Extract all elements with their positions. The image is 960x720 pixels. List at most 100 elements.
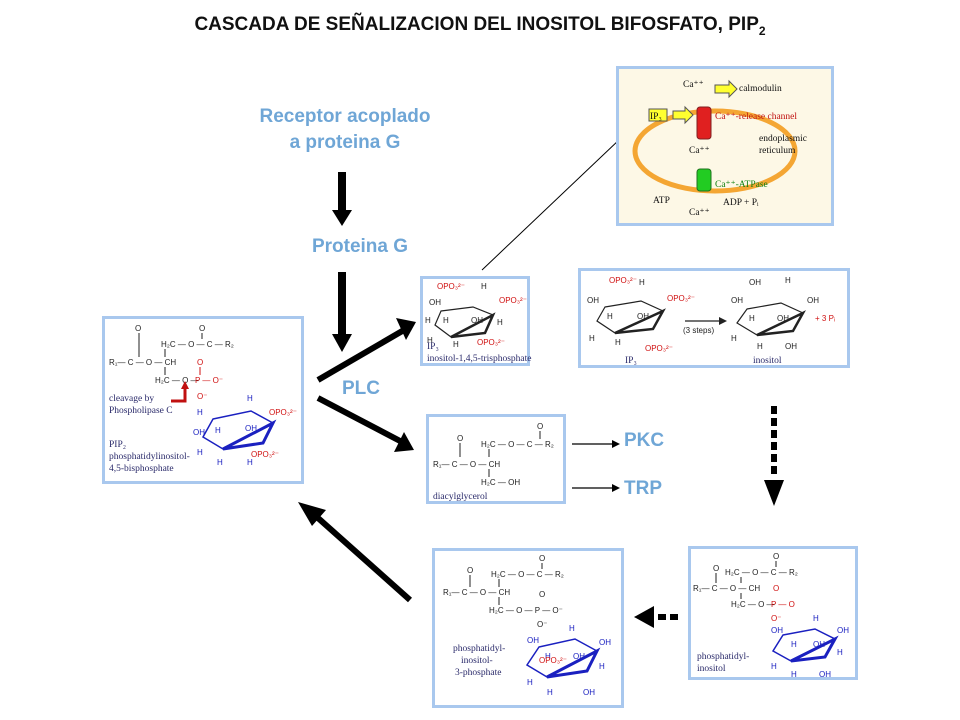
- svg-text:O⁻: O⁻: [771, 614, 781, 623]
- svg-text:O: O: [539, 554, 545, 563]
- svg-text:O: O: [539, 590, 545, 599]
- pi-panel: O H₂C — O — C — R₂ O R₁— C — O — CH H₂C …: [688, 546, 858, 680]
- svg-text:H: H: [197, 448, 203, 457]
- atp-label: ATP: [653, 196, 670, 206]
- svg-text:H: H: [247, 458, 253, 467]
- svg-text:H: H: [217, 458, 223, 467]
- ip3-inositol-structure: OPO₃²⁻ OPO₃²⁻ OH H OH H H OPO₃²⁻ H (3 st…: [587, 276, 835, 366]
- er-label-1: endoplasmic: [759, 134, 807, 144]
- pi3p-name: phosphatidyl-: [453, 644, 505, 654]
- svg-text:O: O: [773, 584, 779, 593]
- svg-text:P — O: P — O: [771, 600, 795, 609]
- svg-text:H: H: [731, 334, 737, 343]
- svg-text:H: H: [607, 312, 613, 321]
- pi3p-name-2: inositol-: [461, 656, 493, 666]
- adp-label: ADP + Pᵢ: [723, 198, 759, 208]
- svg-text:H: H: [497, 318, 503, 327]
- svg-text:H: H: [247, 394, 253, 403]
- svg-text:H: H: [425, 316, 431, 325]
- svg-text:O: O: [457, 434, 463, 443]
- svg-text:H₂C — O — C — R₂: H₂C — O — C — R₂: [725, 568, 798, 577]
- svg-text:OPO₃²⁻: OPO₃²⁻: [477, 338, 505, 347]
- svg-text:OPO₃²⁻: OPO₃²⁻: [645, 344, 673, 353]
- svg-text:OH: OH: [785, 342, 797, 351]
- atpase-label: Ca⁺⁺-ATPase: [715, 180, 768, 190]
- svg-text:H: H: [791, 640, 797, 649]
- pi-label: + 3 Pᵢ: [815, 314, 835, 323]
- ip3-name-2: inositol-1,4,5-trisphosphate: [427, 354, 532, 364]
- ca-mid: Ca⁺⁺: [689, 146, 710, 156]
- pi-structure: O H₂C — O — C — R₂ O R₁— C — O — CH H₂C …: [693, 552, 849, 679]
- svg-text:O: O: [537, 422, 543, 431]
- arrow-plc-to-ip3: [316, 318, 416, 383]
- svg-text:OH: OH: [771, 626, 783, 635]
- svg-text:OH: OH: [587, 296, 599, 305]
- svg-text:H: H: [527, 678, 533, 687]
- svg-text:H: H: [215, 426, 221, 435]
- arrow-g-to-plc: [332, 272, 352, 352]
- svg-text:R₁— C — O — CH: R₁— C — O — CH: [109, 358, 176, 367]
- svg-text:H: H: [545, 652, 551, 661]
- svg-text:H: H: [197, 408, 203, 417]
- er-panel: Ca⁺⁺ calmodulin IP₃ Ca⁺⁺-release channel…: [616, 66, 834, 226]
- svg-text:OH: OH: [583, 688, 595, 697]
- svg-text:H: H: [547, 688, 553, 697]
- pi-name-2: inositol: [697, 664, 726, 674]
- pip2-panel: O H₂C — O — C — R₂ O R₁— C — O — CH H₂C …: [102, 316, 304, 484]
- svg-text:OPO₃²⁻: OPO₃²⁻: [437, 282, 465, 291]
- pip2-name-3: 4,5-bisphosphate: [109, 464, 174, 474]
- svg-text:H: H: [749, 314, 755, 323]
- svg-text:OH: OH: [819, 670, 831, 679]
- svg-text:H: H: [785, 276, 791, 285]
- arrow-back-to-pip2: [298, 502, 412, 603]
- svg-text:OPO₃²⁻: OPO₃²⁻: [667, 294, 695, 303]
- pip2-cleavage-text-2: Phospholipase C: [109, 406, 173, 416]
- ip3-left-name: IP₃: [625, 356, 637, 366]
- pip2-name-2: phosphatidylinositol-: [109, 452, 190, 462]
- ip3-panel: OPO₃²⁻ H OPO₃²⁻ OH H H OH H H H OPO₃²⁻ I…: [420, 276, 532, 366]
- ip3-inositol-panel: OPO₃²⁻ OPO₃²⁻ OH H OH H H OPO₃²⁻ H (3 st…: [578, 268, 850, 368]
- svg-text:R₁— C — O — CH: R₁— C — O — CH: [443, 588, 510, 597]
- er-label-2: reticulum: [759, 146, 796, 156]
- svg-text:OH: OH: [749, 278, 761, 287]
- page-title: CASCADA DE SEÑALIZACION DEL INOSITOL BIF…: [194, 14, 766, 38]
- svg-text:R₁— C — O — CH: R₁— C — O — CH: [693, 584, 760, 593]
- arrow-plc-to-dag: [316, 395, 414, 452]
- pip2-structure: O H₂C — O — C — R₂ O R₁— C — O — CH H₂C …: [109, 324, 297, 474]
- ip3-structure: OPO₃²⁻ H OPO₃²⁻ OH H H OH H H H OPO₃²⁻ I…: [425, 282, 532, 364]
- svg-text:OH: OH: [807, 296, 819, 305]
- svg-text:O: O: [197, 358, 203, 367]
- svg-text:H: H: [453, 340, 459, 349]
- ip3-er-label: IP₃: [650, 112, 662, 122]
- plc-label: PLC: [342, 378, 380, 399]
- release-channel-label: Ca⁺⁺-release channel: [715, 112, 797, 122]
- arrow-dag-to-trp: [572, 484, 620, 492]
- svg-text:P — O⁻: P — O⁻: [195, 376, 223, 385]
- svg-text:OPO₃²⁻: OPO₃²⁻: [499, 296, 527, 305]
- svg-text:OPO₃²⁻: OPO₃²⁻: [251, 450, 279, 459]
- atpase-icon: [696, 168, 712, 192]
- steps-label: (3 steps): [683, 326, 714, 335]
- svg-text:H: H: [481, 282, 487, 291]
- ca-top: Ca⁺⁺: [683, 80, 704, 90]
- release-channel-icon: [696, 106, 712, 140]
- svg-text:R₁— C — O — CH: R₁— C — O — CH: [433, 460, 500, 469]
- pi-name: phosphatidyl-: [697, 652, 749, 662]
- proteina-g-label: Proteina G: [311, 236, 409, 257]
- svg-text:OH: OH: [471, 316, 483, 325]
- svg-text:H: H: [639, 278, 645, 287]
- svg-text:H₂C — O — C — R₂: H₂C — O — C — R₂: [161, 340, 234, 349]
- dotted-arrow-down: [764, 406, 784, 506]
- svg-text:O⁻: O⁻: [197, 392, 207, 401]
- svg-text:H₂C — O —: H₂C — O —: [731, 600, 775, 609]
- arrow-receptor-to-g: [332, 172, 352, 226]
- svg-text:O: O: [135, 324, 141, 333]
- er-membrane: [632, 108, 798, 194]
- svg-text:H: H: [757, 342, 763, 351]
- svg-text:OPO₃²⁻: OPO₃²⁻: [609, 276, 637, 285]
- pip2-name: PIP₂: [109, 440, 126, 450]
- svg-text:H₂C — O — C — R₂: H₂C — O — C — R₂: [481, 440, 554, 449]
- svg-text:OH: OH: [573, 652, 585, 661]
- dotted-arrow-left: [634, 606, 678, 628]
